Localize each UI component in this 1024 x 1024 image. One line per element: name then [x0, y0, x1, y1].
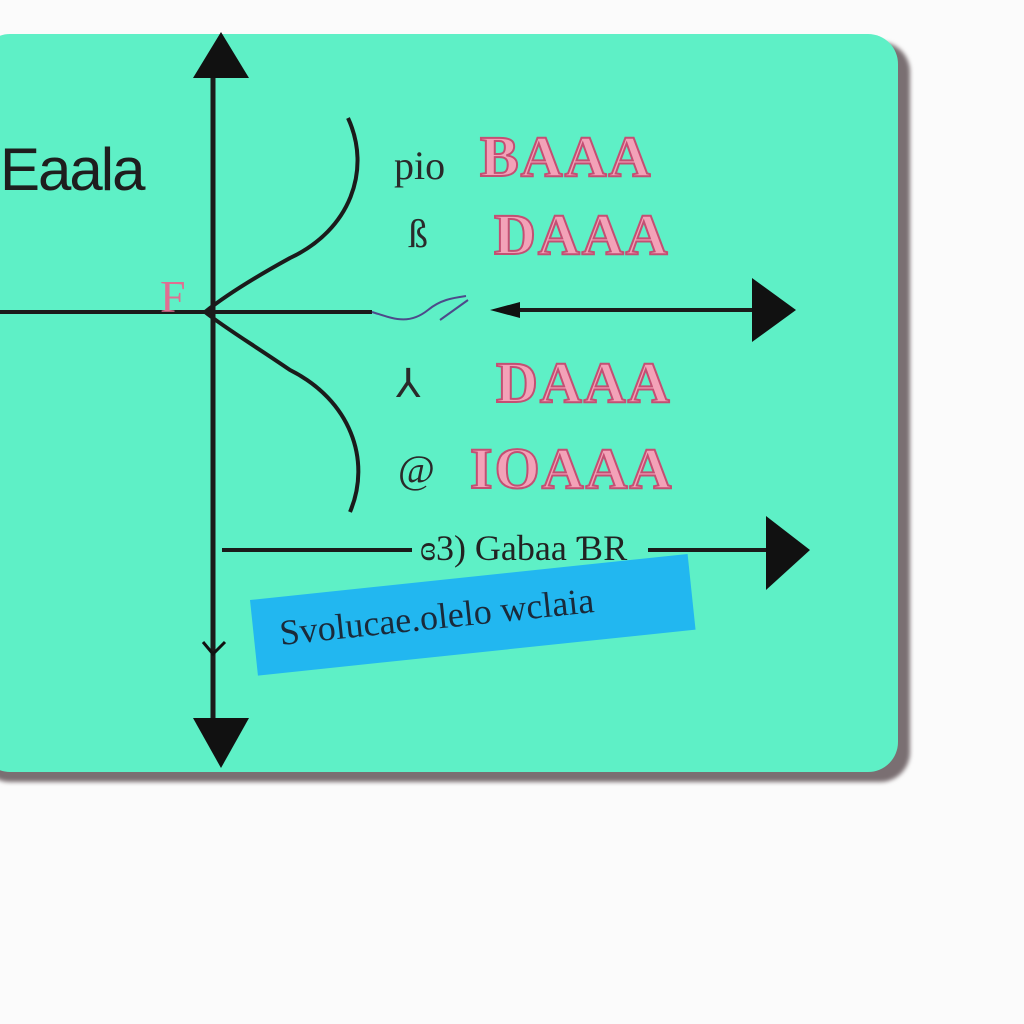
vertical-axis-top-arrow-icon — [193, 32, 249, 78]
axis-squiggle — [371, 295, 469, 321]
row-label-3: ⅄ — [396, 361, 421, 406]
curve — [201, 117, 361, 513]
row-value-1: BAAA — [479, 124, 653, 189]
row-label-4: @ — [398, 447, 435, 492]
row-value-2: DAAA — [493, 202, 670, 267]
diagram-title: Eaala — [0, 136, 145, 203]
origin-label: F — [160, 271, 186, 322]
row-label-1: pio — [394, 143, 446, 188]
note-text: Svolucae.olelo wclaia — [277, 580, 596, 653]
row-value-4: IOAAA — [469, 436, 674, 501]
vertical-axis-bottom-arrow-icon — [193, 718, 249, 768]
horizontal-axis-arrow-icon — [752, 278, 796, 342]
horizontal-axis-left-arrow-icon — [490, 302, 520, 318]
row-label-2: ß — [408, 211, 428, 256]
lower-axis-arrow-icon — [766, 516, 810, 590]
vertical-axis-tick-icon — [201, 640, 227, 657]
lower-axis-caption: ɞ3) Gabaa ƁR — [420, 528, 628, 568]
row-value-3: DAAA — [495, 350, 672, 415]
